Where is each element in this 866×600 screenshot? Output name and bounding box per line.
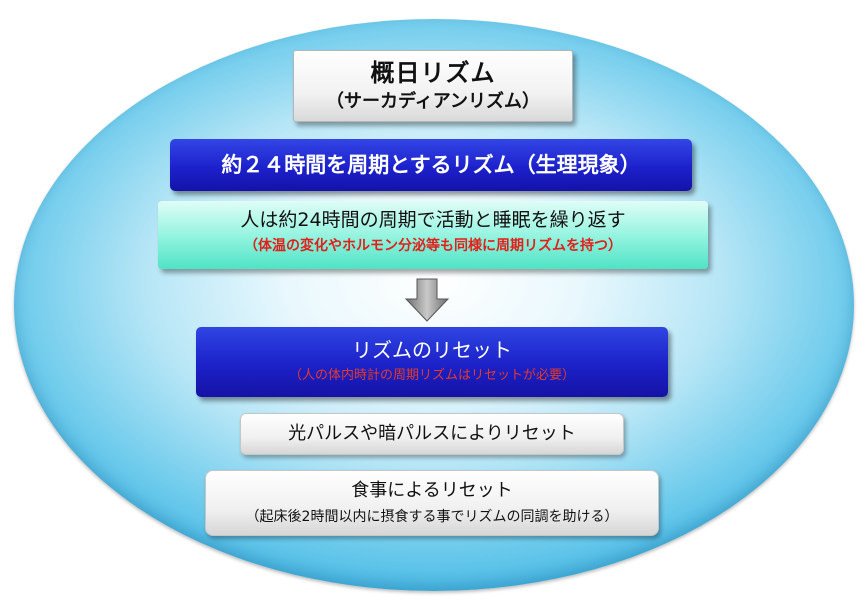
reset-note: （人の体内時計の周期リズムはリセットが必要） <box>288 368 575 383</box>
meal-reset-box: 食事によるリセット （起床後2時間以内に摂食する事でリズムの同調を助ける） <box>205 470 659 536</box>
cycle-main: 人は約24時間の周期で活動と睡眠を繰り返す <box>240 209 626 231</box>
cycle-note: （体温の変化やホルモン分泌等も同様に周期リズムを持つ） <box>244 238 622 254</box>
definition-box: 約２４時間を周期とするリズム（生理現象） <box>170 139 692 191</box>
light-reset-box: 光パルスや暗パルスによりリセット <box>240 413 624 455</box>
title-main: 概日リズム <box>370 59 496 87</box>
down-arrow-icon <box>404 278 450 322</box>
meal-reset-main: 食事によるリセット <box>351 480 513 501</box>
reset-main: リズムのリセット <box>352 338 512 362</box>
reset-box: リズムのリセット （人の体内時計の周期リズムはリセットが必要） <box>196 327 668 397</box>
title-box: 概日リズム （サーカディアンリズム） <box>293 50 573 122</box>
title-sub: （サーカディアンリズム） <box>325 91 541 112</box>
meal-reset-note: （起床後2時間以内に摂食する事でリズムの同調を助ける） <box>245 509 619 525</box>
cycle-box: 人は約24時間の周期で活動と睡眠を繰り返す （体温の変化やホルモン分泌等も同様に… <box>158 201 708 269</box>
